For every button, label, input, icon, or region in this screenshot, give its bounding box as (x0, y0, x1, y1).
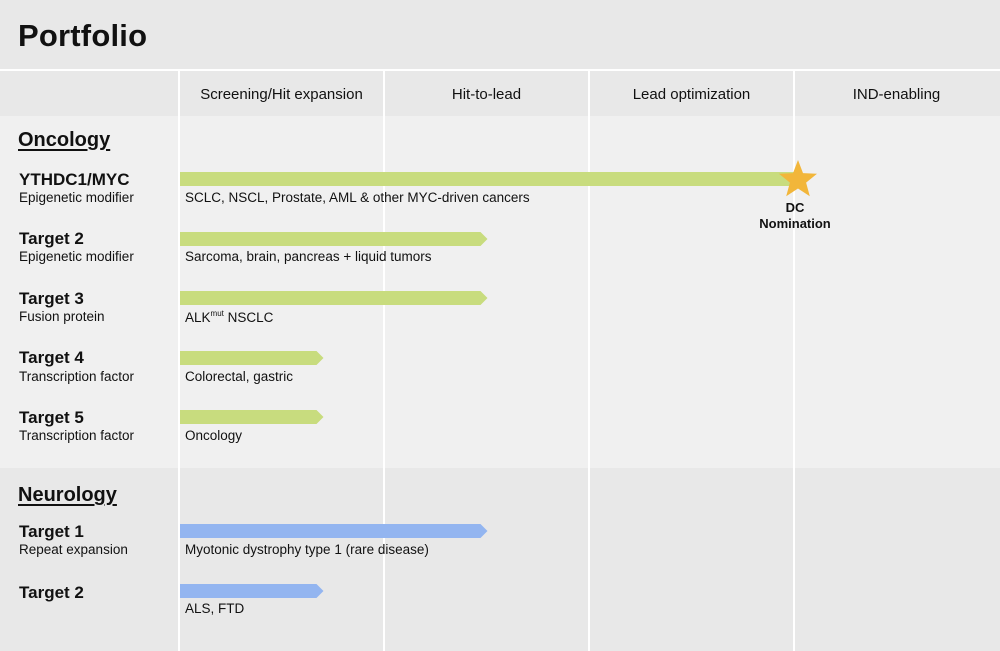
page-title: Portfolio (18, 18, 148, 53)
indication-rest: NSCLC (223, 310, 274, 325)
row-modality: Fusion protein (19, 309, 105, 324)
stage-divider (178, 71, 180, 651)
indication-main: ALK (185, 310, 211, 325)
row-name-ythdc1-myc: YTHDC1/MYC (19, 170, 130, 189)
stage-divider (793, 71, 795, 651)
row-indication: Colorectal, gastric (185, 369, 294, 384)
row-indication: SCLC, NSCL, Prostate, AML & other MYC-dr… (185, 190, 530, 205)
stage-header-hit-to-lead: Hit-to-lead (451, 86, 522, 103)
stage-header-screening: Screening/Hit expansion (200, 86, 363, 103)
section-title-oncology: Oncology (18, 129, 111, 151)
stage-divider (588, 71, 590, 651)
row-indication: Oncology (185, 428, 243, 443)
row-modality: Repeat expansion (19, 542, 128, 557)
section-title-neurology: Neurology (18, 484, 117, 506)
row-name-target-3: Target 3 (19, 289, 84, 308)
milestone-label: DC Nomination (745, 200, 845, 232)
row-modality: Transcription factor (19, 369, 135, 384)
row-name-neuro-target-2: Target 2 (19, 583, 84, 602)
milestone-label-line1: DC (785, 200, 805, 215)
oncology-section-band (0, 116, 1000, 468)
neurology-section-band (0, 468, 1000, 651)
row-modality: Transcription factor (19, 428, 135, 443)
row-name-target-2: Target 2 (19, 229, 84, 248)
row-indication: Myotonic dystrophy type 1 (rare disease) (185, 542, 429, 557)
stage-header-ind-enabling: IND-enabling (852, 86, 941, 103)
row-indication: ALS, FTD (185, 601, 245, 616)
stage-divider (383, 71, 385, 651)
title-divider (0, 69, 1000, 71)
milestone-label-line2: Nomination (759, 216, 831, 231)
row-modality: Epigenetic modifier (19, 190, 134, 205)
stage-header-lead-optimization: Lead optimization (632, 86, 751, 103)
row-indication: ALKmut NSCLC (185, 309, 273, 325)
row-name-neuro-target-1: Target 1 (19, 522, 84, 541)
row-name-target-5: Target 5 (19, 408, 84, 427)
indication-superscript: mut (210, 309, 224, 318)
row-modality: Epigenetic modifier (19, 249, 134, 264)
row-indication: Sarcoma, brain, pancreas + liquid tumors (185, 249, 432, 264)
row-name-target-4: Target 4 (19, 348, 84, 367)
